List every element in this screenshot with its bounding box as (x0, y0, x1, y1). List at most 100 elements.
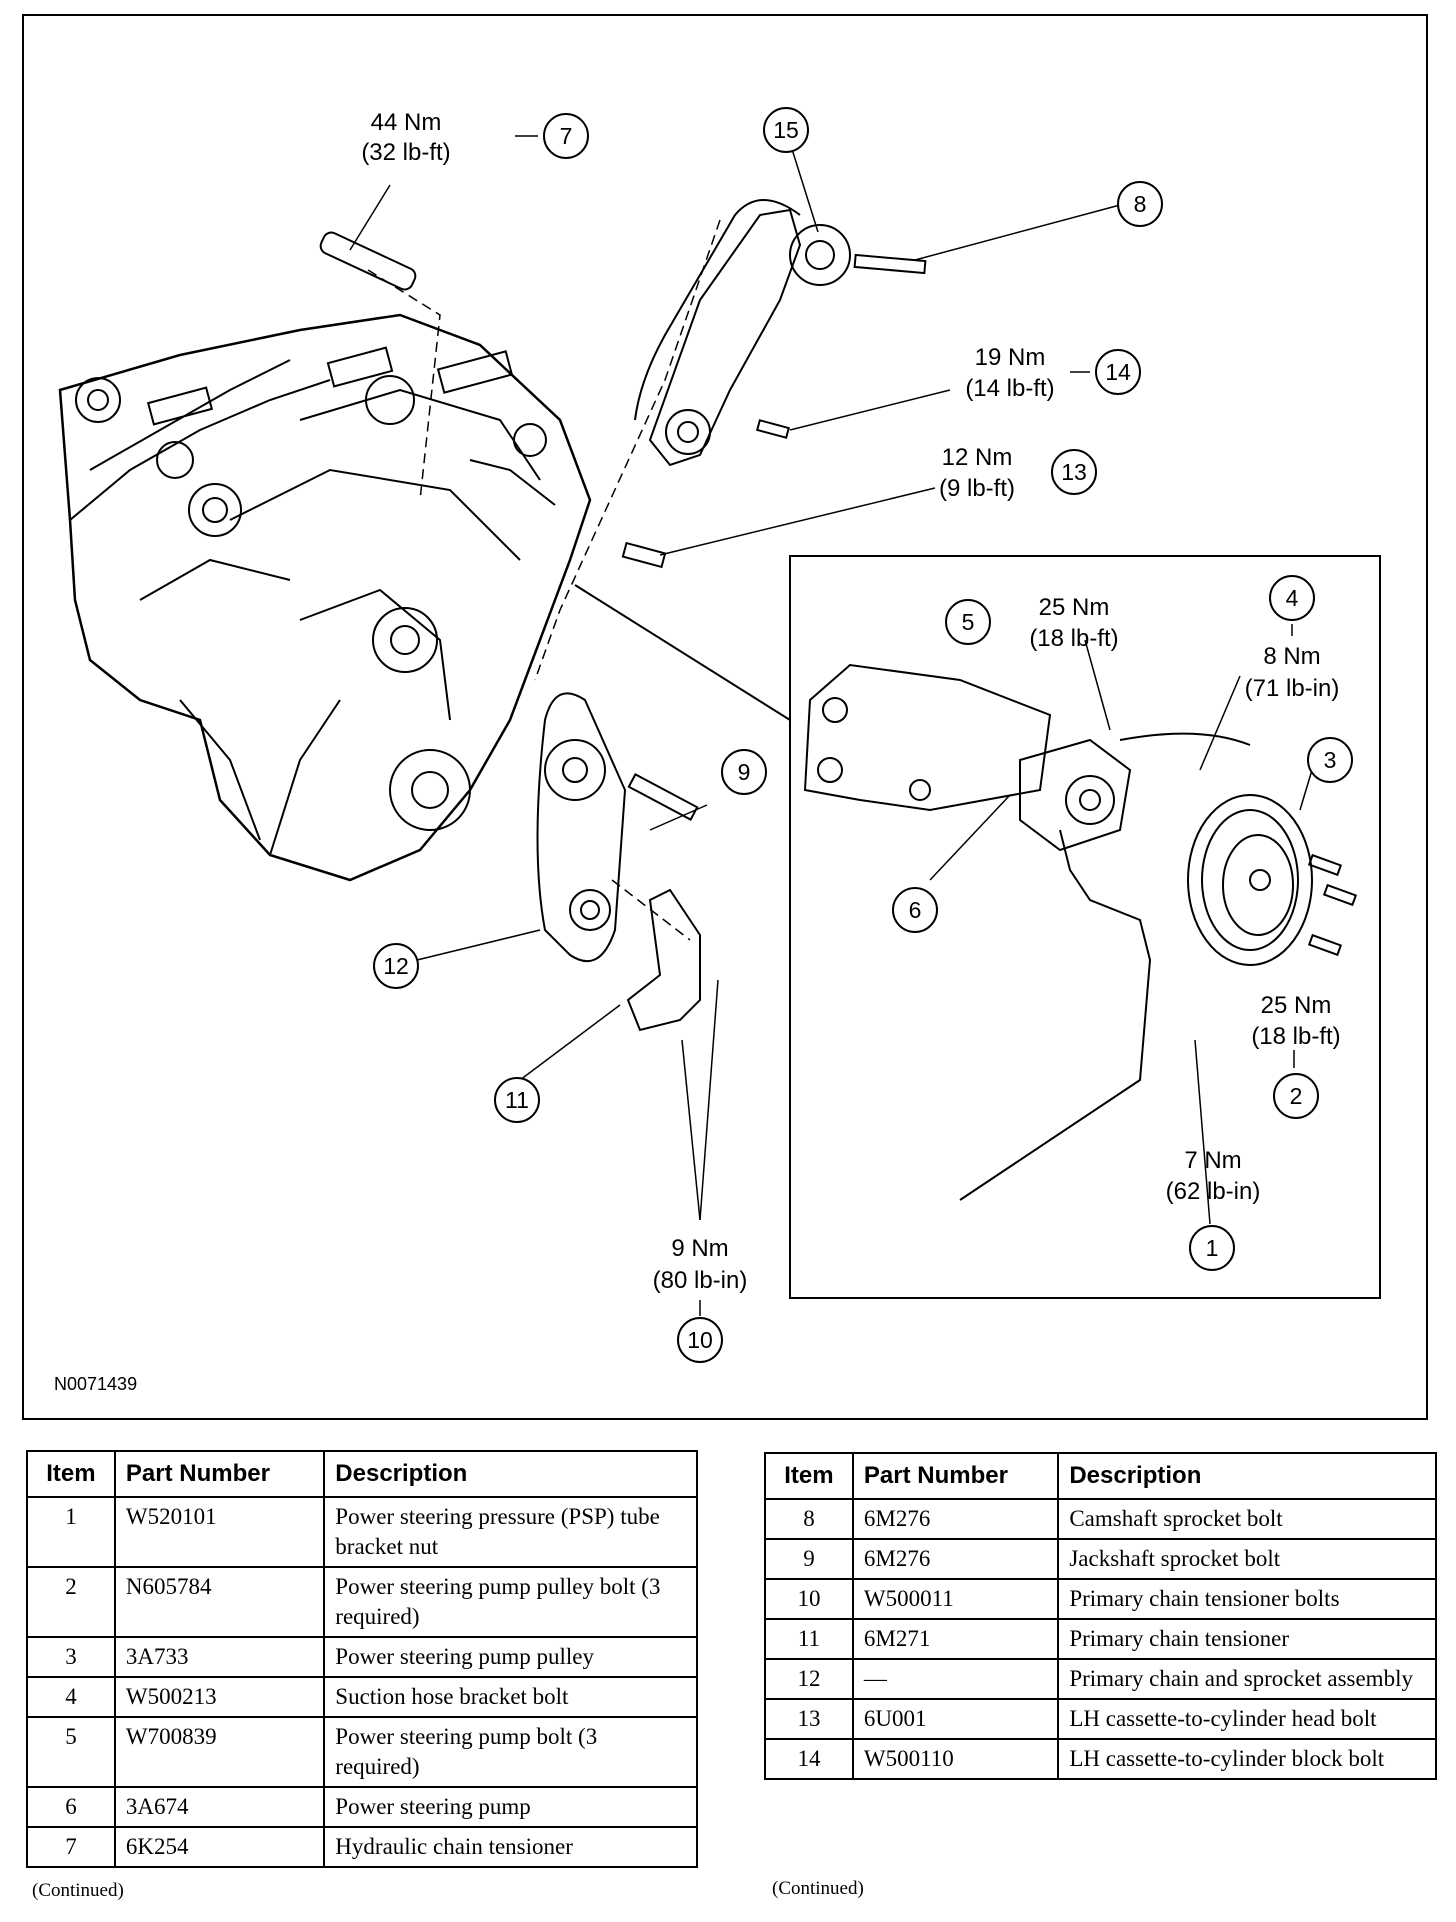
callout-7-torque-2: (32 lb-ft) (361, 139, 450, 166)
row-item: 13 (764, 1698, 854, 1740)
table-row: 6 3A674 Power steering pump (26, 1786, 698, 1828)
primary-chain-tensioner (626, 888, 701, 1032)
callout-11-number: 11 (505, 1087, 529, 1113)
row-part-number: 3A733 (113, 1636, 326, 1678)
row-description: Power steering pump bolt (3 required) (323, 1716, 698, 1788)
cassette-chain-assembly (634, 199, 851, 467)
row-description: Power steering pump pulley bolt (3 requi… (323, 1566, 698, 1638)
callout-2: 25 Nm (18 lb-ft) 2 (1251, 992, 1341, 1119)
row-description: LH cassette-to-cylinder head bolt (1057, 1698, 1437, 1740)
row-item: 6 (26, 1786, 116, 1828)
figure-id: N0071439 (54, 1374, 137, 1394)
callout-12-number: 12 (383, 953, 409, 979)
table-row: 3 3A733 Power steering pump pulley (26, 1636, 698, 1678)
row-item: 1 (26, 1496, 116, 1568)
row-item: 3 (26, 1636, 116, 1678)
row-part-number: N605784 (113, 1566, 326, 1638)
row-item: 5 (26, 1716, 116, 1788)
engine-block (58, 313, 592, 882)
row-description: Primary chain tensioner (1057, 1618, 1437, 1660)
power-steering-inset (789, 555, 1381, 1299)
callout-14-torque-2: (14 lb-ft) (965, 375, 1054, 402)
header-part-number: Part Number (113, 1450, 326, 1498)
row-item: 9 (764, 1538, 854, 1580)
callout-4-torque-2: (71 lb-in) (1245, 675, 1340, 702)
callout-2-number: 2 (1290, 1083, 1303, 1109)
table-row: 11 6M271 Primary chain tensioner (764, 1618, 1437, 1660)
row-part-number: W700839 (113, 1716, 326, 1788)
row-part-number: 6M276 (851, 1498, 1060, 1540)
callout-5: 5 25 Nm (18 lb-ft) (945, 594, 1119, 652)
table-row: 9 6M276 Jackshaft sprocket bolt (764, 1538, 1437, 1580)
callout-7-torque-1: 44 Nm (371, 109, 442, 136)
callout-11: 11 (494, 1077, 540, 1123)
table-row: 4 W500213 Suction hose bracket bolt (26, 1676, 698, 1718)
table-header-row: Item Part Number Description (764, 1452, 1437, 1500)
callout-9-number: 9 (738, 759, 751, 785)
table-row: 13 6U001 LH cassette-to-cylinder head bo… (764, 1698, 1437, 1740)
row-description: Power steering pump pulley (323, 1636, 698, 1678)
callout-1-number: 1 (1206, 1235, 1219, 1261)
row-item: 12 (764, 1658, 854, 1700)
callout-7: 44 Nm (32 lb-ft) 7 (361, 109, 589, 166)
row-item: 2 (26, 1566, 116, 1638)
row-item: 8 (764, 1498, 854, 1540)
row-description: Primary chain tensioner bolts (1057, 1578, 1437, 1620)
table-header-row: Item Part Number Description (26, 1450, 698, 1498)
callout-9: 9 (721, 749, 767, 795)
row-part-number: — (851, 1658, 1060, 1700)
callout-14-number: 14 (1105, 359, 1131, 385)
callout-3: 3 (1307, 737, 1353, 783)
callout-2-torque-2: (18 lb-ft) (1251, 1023, 1340, 1050)
callout-3-number: 3 (1324, 747, 1337, 773)
callout-15-number: 15 (773, 117, 799, 143)
callout-10-torque-2: (80 lb-in) (653, 1267, 748, 1294)
row-part-number: W500110 (851, 1738, 1060, 1780)
row-description: Primary chain and sprocket assembly (1057, 1658, 1437, 1700)
callout-1: 7 Nm (62 lb-in) 1 (1166, 1147, 1261, 1271)
cassette-block-bolt (755, 419, 791, 439)
header-item: Item (764, 1452, 854, 1500)
callouts: 44 Nm (32 lb-ft) 7 15 8 19 Nm (14 lb-ft)… (361, 107, 1353, 1363)
parts-table-right: Item Part Number Description 8 6M276 Cam… (764, 1452, 1437, 1780)
callout-5-torque-1: 25 Nm (1039, 594, 1110, 621)
diagram-frame (22, 14, 1428, 1420)
callout-1-torque-2: (62 lb-in) (1166, 1178, 1261, 1205)
header-part-number: Part Number (851, 1452, 1060, 1500)
row-description: Power steering pump (323, 1786, 698, 1828)
callout-15: 15 (763, 107, 809, 153)
row-part-number: W520101 (113, 1496, 326, 1568)
row-description: LH cassette-to-cylinder block bolt (1057, 1738, 1437, 1780)
callout-10: 9 Nm (80 lb-in) 10 (653, 1235, 748, 1363)
leader-lines (349, 129, 1316, 1316)
continued-note-left: (Continued) (32, 1880, 124, 1901)
callout-6-number: 6 (909, 897, 922, 923)
row-item: 4 (26, 1676, 116, 1718)
callout-13: 12 Nm (9 lb-ft) 13 (939, 444, 1097, 502)
row-item: 7 (26, 1826, 116, 1868)
callout-4-torque-1: 8 Nm (1263, 643, 1320, 670)
callout-13-torque-1: 12 Nm (942, 444, 1013, 471)
table-row: 12 — Primary chain and sprocket assembly (764, 1658, 1437, 1700)
callout-13-number: 13 (1061, 459, 1087, 485)
primary-chain-assembly (536, 692, 627, 963)
table-row: 1 W520101 Power steering pressure (PSP) … (26, 1496, 698, 1568)
row-description: Hydraulic chain tensioner (323, 1826, 698, 1868)
row-item: 10 (764, 1578, 854, 1620)
row-part-number: 3A674 (113, 1786, 326, 1828)
callout-2-torque-1: 25 Nm (1261, 992, 1332, 1019)
row-part-number: W500011 (851, 1578, 1060, 1620)
callout-10-torque-1: 9 Nm (671, 1235, 728, 1262)
row-description: Suction hose bracket bolt (323, 1676, 698, 1718)
cassette-head-bolt (621, 541, 667, 569)
header-description: Description (1057, 1452, 1437, 1500)
exploded-view-diagram: 44 Nm (32 lb-ft) 7 15 8 19 Nm (14 lb-ft)… (54, 107, 1381, 1394)
row-part-number: 6K254 (113, 1826, 326, 1868)
row-part-number: 6M271 (851, 1618, 1060, 1660)
parts-table-left: Item Part Number Description 1 W520101 P… (26, 1450, 698, 1868)
callout-6: 6 (892, 887, 938, 933)
row-description: Jackshaft sprocket bolt (1057, 1538, 1437, 1580)
header-item: Item (26, 1450, 116, 1498)
jackshaft-sprocket-bolt (627, 773, 699, 821)
callout-10-number: 10 (687, 1327, 713, 1353)
